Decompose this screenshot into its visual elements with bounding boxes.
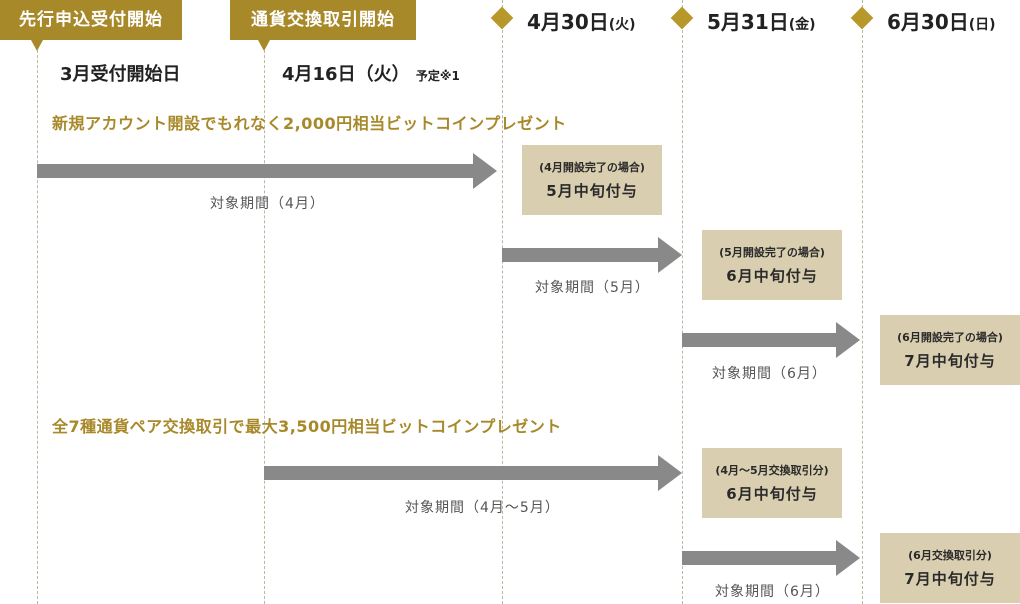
- grant-condition: (4月〜5月交換取引分): [715, 464, 829, 477]
- campaign1-headline: 新規アカウント開設でもれなく2,000円相当ビットコインプレゼント: [52, 114, 567, 133]
- diamond-marker-apr30: [490, 6, 514, 30]
- campaign2-headline: 全7種通貨ペア交換取引で最大3,500円相当ビットコインプレゼント: [52, 417, 562, 436]
- diamond-marker-may31: [670, 6, 694, 30]
- campaign2-period-jun: 対象期間（6月）: [715, 584, 830, 600]
- campaign1-grant-box-may: (5月開設完了の場合) 6月中旬付与: [702, 230, 842, 300]
- campaign1-arrow-may: [502, 237, 682, 273]
- preorder-date: 3月受付開始日: [60, 64, 181, 85]
- tag-pointer-preorder: [31, 40, 43, 51]
- milestone-date: 6月30日: [887, 10, 969, 34]
- grant-condition: (4月開設完了の場合): [539, 161, 645, 174]
- milestone-dow: (火): [608, 17, 636, 33]
- campaign1-arrow-jun: [682, 322, 860, 358]
- tag-trading-start: 通貨交換取引開始: [230, 0, 416, 40]
- milestone-jun30: 6月30日(日): [887, 6, 996, 35]
- grant-timing: 6月中旬付与: [726, 267, 818, 285]
- campaign1-period-apr: 対象期間（4月）: [210, 196, 325, 212]
- campaign2-grant-box-apr-may: (4月〜5月交換取引分) 6月中旬付与: [702, 448, 842, 518]
- milestone-dow: (金): [788, 17, 816, 33]
- milestone-may31: 5月31日(金): [707, 6, 816, 35]
- campaign1-grant-box-jun: (6月開設完了の場合) 7月中旬付与: [880, 315, 1020, 385]
- timeline-guide-may31: [682, 0, 683, 604]
- timeline-guide-trading: [264, 0, 265, 604]
- campaign1-arrow-apr: [37, 153, 497, 189]
- arrow-head: [658, 237, 682, 273]
- arrow-head: [836, 322, 860, 358]
- timeline-guide-apr30: [502, 0, 503, 604]
- grant-condition: (6月交換取引分): [908, 549, 992, 562]
- campaign1-grant-box-apr: (4月開設完了の場合) 5月中旬付与: [522, 145, 662, 215]
- campaign2-arrow-apr-may: [264, 455, 682, 491]
- trading-date-text: 4月16日（火）: [282, 64, 410, 85]
- arrow-head: [836, 540, 860, 576]
- milestone-dow: (日): [968, 17, 996, 33]
- arrow-head: [658, 455, 682, 491]
- grant-timing: 6月中旬付与: [726, 485, 818, 503]
- timeline-guide-jun30: [862, 0, 863, 604]
- trading-date: 4月16日（火） 予定※1: [282, 60, 460, 86]
- diamond-marker-jun30: [850, 6, 874, 30]
- grant-timing: 5月中旬付与: [546, 182, 638, 200]
- milestone-date: 4月30日: [527, 10, 609, 34]
- timeline-guide-preorder: [37, 0, 38, 604]
- grant-condition: (6月開設完了の場合): [897, 331, 1003, 344]
- grant-condition: (5月開設完了の場合): [719, 246, 825, 259]
- campaign1-period-may: 対象期間（5月）: [535, 280, 650, 296]
- milestone-date: 5月31日: [707, 10, 789, 34]
- tag-pointer-trading: [258, 40, 270, 51]
- arrow-head: [473, 153, 497, 189]
- grant-timing: 7月中旬付与: [904, 570, 996, 588]
- tag-preorder-start: 先行申込受付開始: [0, 0, 182, 40]
- campaign2-arrow-jun: [682, 540, 860, 576]
- campaign1-period-jun: 対象期間（6月）: [712, 366, 827, 382]
- campaign2-grant-box-jun: (6月交換取引分) 7月中旬付与: [880, 533, 1020, 603]
- trading-date-note: 予定※1: [415, 69, 460, 83]
- milestone-apr30: 4月30日(火): [527, 6, 636, 35]
- grant-timing: 7月中旬付与: [904, 352, 996, 370]
- campaign2-period-apr-may: 対象期間（4月〜5月）: [405, 500, 560, 516]
